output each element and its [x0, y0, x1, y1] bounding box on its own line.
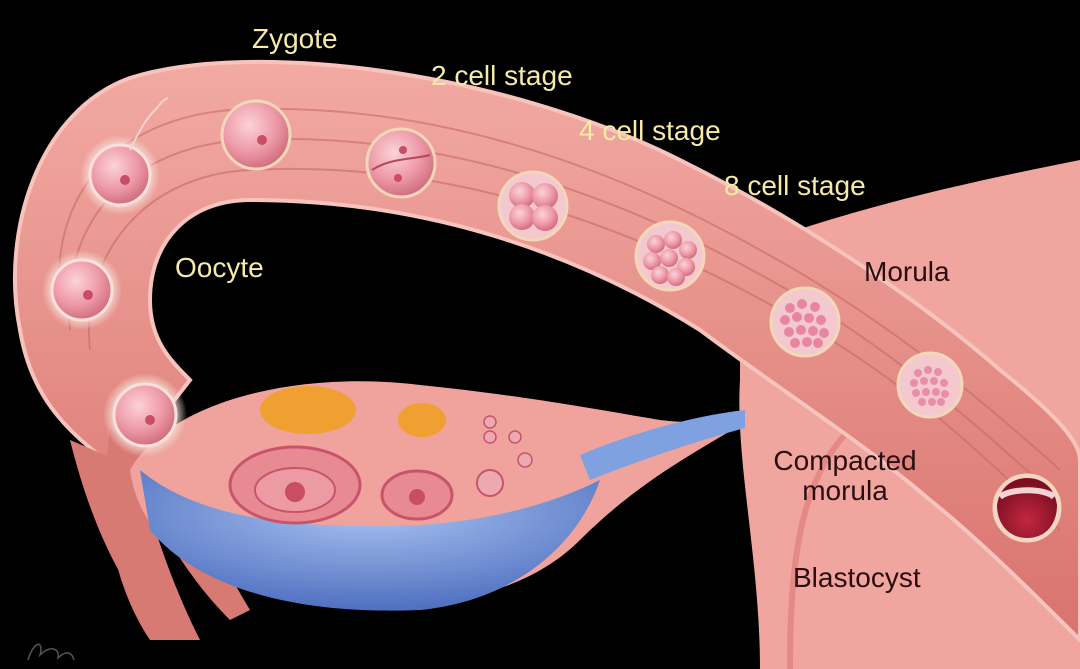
four-cell-embryo [497, 170, 569, 242]
label-compacted-morula-line1: Compacted [773, 445, 917, 476]
label-compacted-morula-line2: morula [802, 475, 888, 506]
label-oocyte: Oocyte [175, 252, 264, 283]
morula-embryo [769, 286, 841, 358]
label-zygote: Zygote [252, 23, 338, 54]
follicles [228, 386, 533, 525]
label-4-cell-stage: 4 cell stage [579, 115, 721, 146]
label-2-cell-stage: 2 cell stage [431, 60, 573, 91]
oocyte-cells [42, 97, 187, 457]
zygote-cell [220, 99, 292, 171]
label-8-cell-stage: 8 cell stage [724, 170, 866, 201]
blastocyst-embryo [992, 473, 1062, 543]
ovary-fluid [140, 470, 600, 611]
label-compacted-morula: Compacted morula [755, 446, 935, 506]
label-morula: Morula [864, 256, 950, 287]
label-blastocyst: Blastocyst [793, 562, 921, 593]
two-cell-embryo [365, 127, 437, 199]
eight-cell-embryo [634, 220, 706, 292]
compacted-morula-embryo [896, 351, 964, 419]
artist-signature [27, 643, 75, 661]
